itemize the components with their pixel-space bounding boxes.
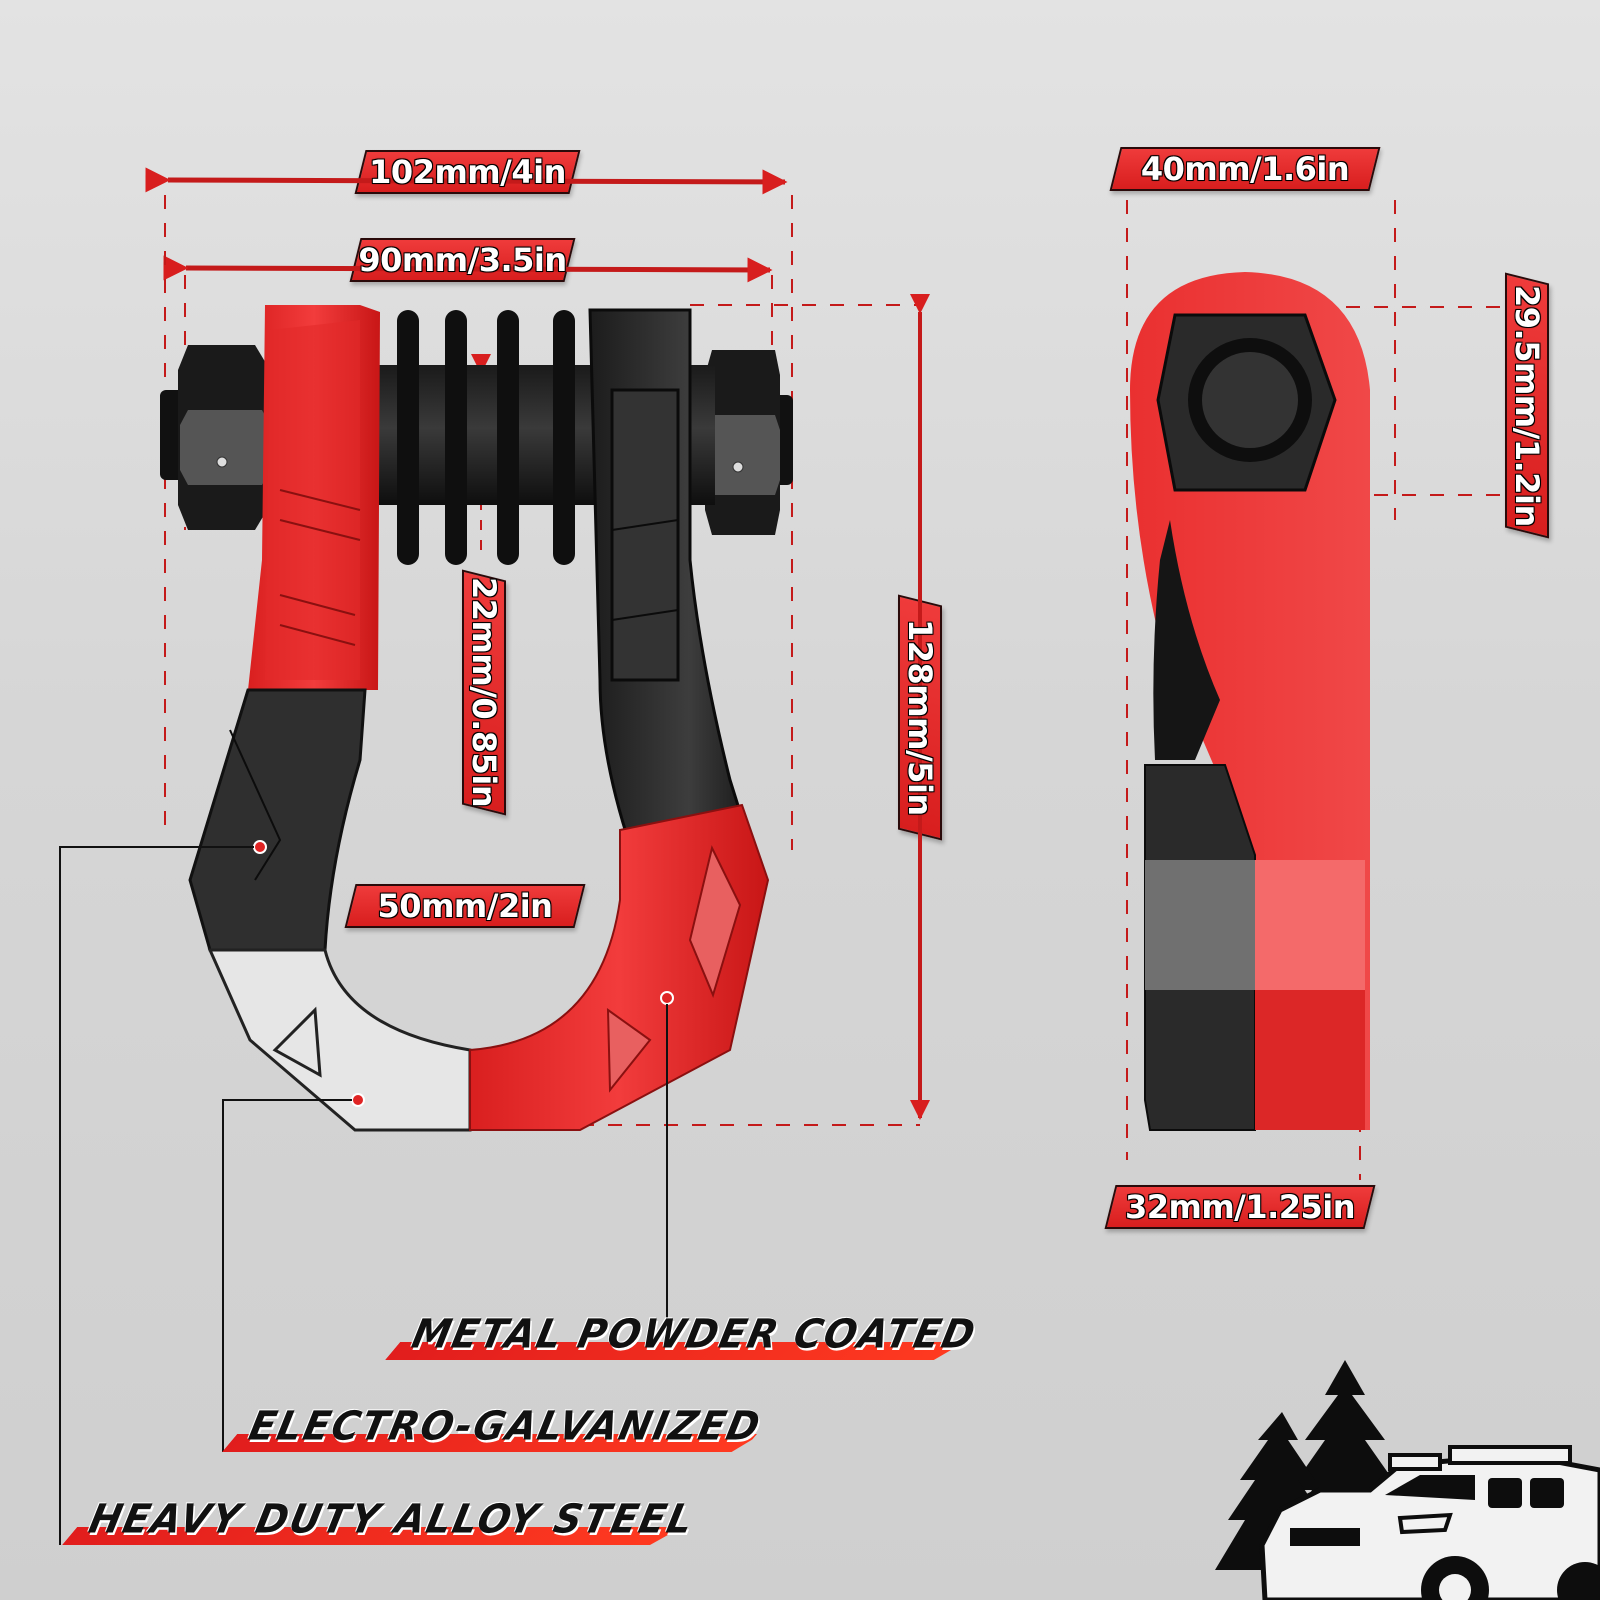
dim-side-bottom-thickness-label: 32mm/1.25in [1110, 1185, 1370, 1229]
dim-inner-pin-width-label: 90mm/3.5in [355, 238, 570, 282]
callout-heavy-duty-alloy-steel: HEAVY DUTY ALLOY STEEL [62, 1485, 699, 1545]
dim-inner-opening-label: 50mm/2in [350, 884, 580, 928]
dim-side-nut-height-label: 29.5mm/1.2in [1505, 278, 1549, 533]
callout-text: ELECTRO-GALVANIZED [245, 1402, 766, 1450]
dim-overall-height-label: 128mm/5in [898, 600, 942, 835]
callout-leader-lines [59, 846, 668, 1545]
dim-pin-diameter-label: 22mm/0.85in [462, 575, 506, 810]
callout-electro-galvanized: ELECTRO-GALVANIZED [222, 1392, 766, 1452]
dim-side-width-label: 40mm/1.6in [1115, 147, 1375, 191]
dim-overall-width-label: 102mm/4in [360, 150, 575, 194]
offroad-truck-with-pine-trees-icon [1215, 1360, 1600, 1600]
callout-text: METAL POWDER COATED [408, 1310, 981, 1358]
callout-metal-powder-coated: METAL POWDER COATED [385, 1300, 981, 1360]
front-view-shackle [160, 305, 793, 1132]
callout-text: HEAVY DUTY ALLOY STEEL [85, 1495, 699, 1543]
side-view-shackle [1130, 272, 1370, 1131]
